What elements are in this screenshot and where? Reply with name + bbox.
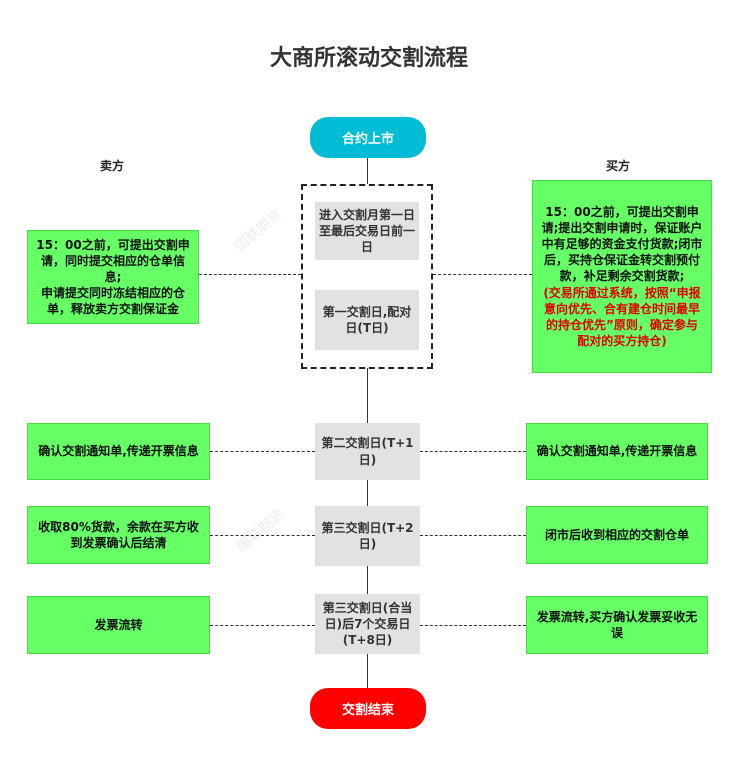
connector-line (199, 274, 301, 275)
connector-line (433, 274, 532, 275)
watermark: 国联期货 (234, 506, 288, 555)
connector-line (210, 451, 315, 452)
buyer-step-apply: 15：00之前，可提出交割申请;提出交割申请时，保证账户中有足够的资金支付货款;… (532, 180, 712, 373)
buyer-apply-rule-text: (交易所通过系统，按照“申报意向优先、合有建仓时间最早的持仓优先”原则，确定参与… (543, 285, 701, 349)
step-second-delivery-day: 第二交割日(T+1日) (315, 423, 420, 480)
seller-step-receive-payment: 收取80%货款，余款在买方收到发票确认后结清 (27, 506, 210, 564)
buyer-label: 买方 (606, 159, 631, 173)
step-invoice-day: 第三交割日(合当日)后7个交易日(T+8日) (315, 594, 420, 654)
end-node: 交割结束 (310, 688, 426, 729)
watermark: 国联期货 (232, 206, 286, 255)
seller-label: 卖方 (100, 159, 125, 173)
buyer-step-confirm-invoice: 发票流转,买方确认发票妥收无误 (526, 596, 708, 654)
connector-line (420, 451, 526, 452)
connector-line (367, 566, 368, 594)
buyer-step-receive-warrant: 闭市后收到相应的交割仓单 (526, 506, 708, 564)
connector-line (420, 535, 526, 536)
buyer-step-confirm-notice: 确认交割通知单,传递开票信息 (526, 423, 708, 480)
seller-step-confirm-notice: 确认交割通知单,传递开票信息 (27, 423, 210, 480)
connector-line (367, 368, 368, 423)
connector-line (367, 654, 368, 688)
seller-step-apply: 15：00之前，可提出交割申请，同时提交相应的仓单信息; 申请提交同时冻结相应的… (27, 230, 199, 324)
page-title: 大商所滚动交割流程 (269, 46, 468, 71)
step-first-delivery-day: 第一交割日,配对日(T日) (315, 290, 419, 350)
step-third-delivery-day: 第三交割日(T+2日) (315, 506, 420, 566)
connector-line (210, 535, 315, 536)
buyer-apply-text: 15：00之前，可提出交割申请;提出交割申请时，保证账户中有足够的资金支付货款;… (541, 204, 703, 284)
connector-line (367, 158, 368, 184)
connector-line (210, 625, 315, 626)
connector-line (367, 480, 368, 506)
start-node: 合约上市 (310, 117, 426, 158)
seller-step-invoice: 发票流转 (27, 596, 210, 654)
step-group-box (301, 184, 433, 369)
connector-line (420, 625, 526, 626)
step-pre-delivery: 进入交割月第一日至最后交易日前一日 (315, 202, 419, 260)
